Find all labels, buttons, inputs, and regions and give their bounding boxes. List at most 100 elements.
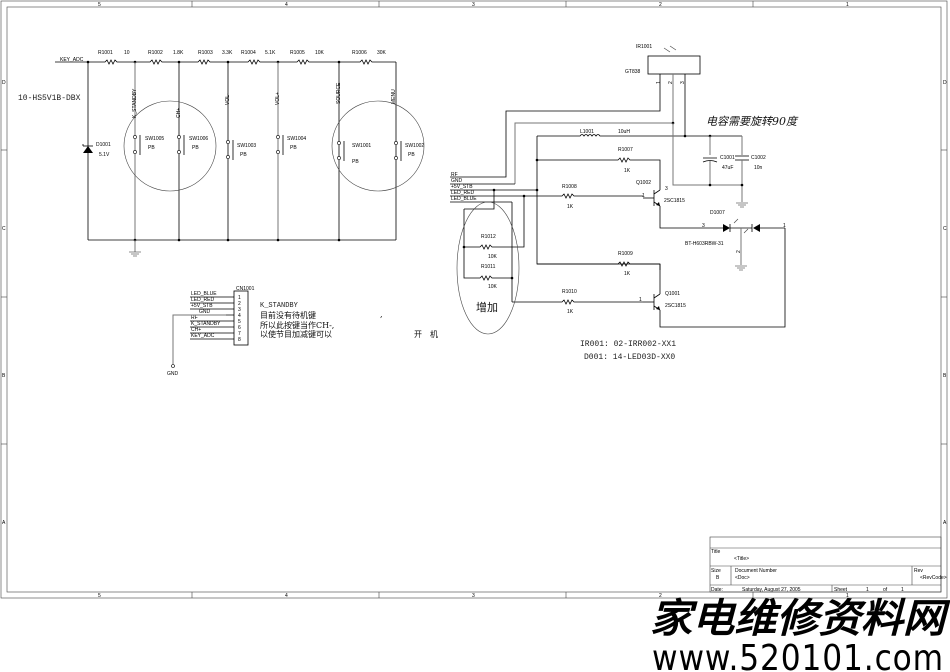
net-label: GND xyxy=(451,178,463,184)
sheet-total: 1 xyxy=(901,587,904,593)
connector-cn1001: CN1001 LED_BLUE LED_RED +5V_STB GND RF K… xyxy=(167,286,255,377)
of-label: of xyxy=(883,587,888,593)
border-row-label: C xyxy=(943,226,947,232)
net-label: VOL+ xyxy=(275,92,281,105)
title-value: <Title> xyxy=(734,556,749,562)
zener-diode-icon xyxy=(82,144,93,153)
net-label: +5V_STB xyxy=(451,184,473,190)
watermark-url: www.520101.com xyxy=(652,638,944,672)
resistor-value: 3.3K xyxy=(222,50,233,56)
inductor-value: 10uH xyxy=(618,129,630,135)
border-col-label: 1 xyxy=(846,593,849,599)
docnum-value: <Doc> xyxy=(735,575,750,581)
resistor-value: 10K xyxy=(488,254,498,260)
pin-number: 3 xyxy=(238,307,241,313)
switch-ref: SW1002 xyxy=(405,143,424,149)
resistor-ref: R1003 xyxy=(198,50,213,56)
resistor-ref: R1004 xyxy=(241,50,256,56)
pin-number: 1 xyxy=(642,193,645,199)
resistor-ref: R1005 xyxy=(290,50,305,56)
switch-symbol xyxy=(133,135,402,161)
gnd-label: GND xyxy=(167,371,179,377)
border-row-label: A xyxy=(2,520,6,526)
net-label: SOURCE xyxy=(336,82,342,104)
switch-ref: SW1004 xyxy=(287,136,306,142)
sheet-border: 5 4 3 2 1 5 4 3 2 1 D C B A D C B A xyxy=(0,0,948,599)
border-row-label: D xyxy=(2,80,6,86)
note-line: 所以此按键当作CH-, xyxy=(260,320,334,330)
switch-type: PB xyxy=(240,152,247,158)
rev-label: Rev xyxy=(914,568,923,574)
border-col-label: 4 xyxy=(285,593,288,599)
annotation-circle xyxy=(123,100,217,192)
ir-receiver-body xyxy=(647,55,701,75)
border-col-label: 3 xyxy=(472,2,475,8)
resistor-value: 1K xyxy=(567,309,574,315)
title-label: Title xyxy=(711,549,720,555)
resistor-ref: R1012 xyxy=(481,234,496,240)
pin-number: 2 xyxy=(238,301,241,307)
switch-type: PB xyxy=(290,145,297,151)
switch-type: PB xyxy=(192,145,199,151)
net-label: CH+ xyxy=(176,108,182,118)
resistor-value: 1.8K xyxy=(173,50,184,56)
pin-number: 8 xyxy=(238,337,241,343)
pin-net: RF xyxy=(191,315,198,321)
ir-part: GT838 xyxy=(625,69,641,75)
border-row-label: B xyxy=(2,373,6,379)
annotation-ellipse xyxy=(456,201,520,335)
resistor-ref: R1002 xyxy=(148,50,163,56)
net-label-key-adc: KEY_ADC xyxy=(60,57,84,63)
watermark: 家电维修资料网 www.520101.com xyxy=(650,595,950,672)
pin-net: K_STANDBY xyxy=(191,321,221,327)
border-col-label: 2 xyxy=(659,593,662,599)
switch-ref: SW1006 xyxy=(189,136,208,142)
resistor-ref: R1008 xyxy=(562,184,577,190)
resistor-ref: R1006 xyxy=(352,50,367,56)
pin-net: GND xyxy=(199,309,211,315)
connector-ref: CN1001 xyxy=(236,286,255,292)
ir-ref: IR1001 xyxy=(636,44,652,50)
transistor-part: 2SC1815 xyxy=(665,303,686,309)
resistor-value: 5.1K xyxy=(265,50,276,56)
transistor-ref: Q1002 xyxy=(636,180,651,186)
pin-number: 1 xyxy=(783,223,786,229)
border-row-label: D xyxy=(943,80,947,86)
notes: K_STANDBY 目前没有待机键 所以此按键当作CH-, 以使节目加减键可以 … xyxy=(260,302,438,339)
switch-ref: SW1005 xyxy=(145,136,164,142)
border-row-label: A xyxy=(943,520,947,526)
board-label: 10-HS5V1B-DBX xyxy=(18,94,81,103)
net-label: LED_BLUE xyxy=(451,196,477,202)
resistor-value: 10K xyxy=(488,284,498,290)
resistor-ref: R1009 xyxy=(618,251,633,257)
border-row-label: C xyxy=(2,226,6,232)
pin-number: 1 xyxy=(639,297,642,303)
resistor-value: 10 xyxy=(124,50,130,56)
note-line: 目前没有待机键 xyxy=(260,310,316,320)
border-row-label: B xyxy=(943,373,947,379)
diode-ref: D1001 xyxy=(96,142,111,148)
resistor-ref: R1001 xyxy=(98,50,113,56)
cap-value: 10n xyxy=(754,165,763,171)
part-note: D001: 14-LED03D-XX0 xyxy=(584,353,675,362)
border-col-label: 4 xyxy=(285,2,288,8)
resistor-ref: R1007 xyxy=(618,147,633,153)
border-col-label: 1 xyxy=(846,2,849,8)
pin-net: +5V_STB xyxy=(191,303,213,309)
pin-net: KEY_ADC xyxy=(191,333,215,339)
pin-number: 6 xyxy=(238,325,241,331)
transistor-icon xyxy=(643,293,661,311)
led-part: BT-H603RBW-31 xyxy=(685,241,724,247)
net-label: MENU xyxy=(391,89,397,104)
resistor-value: 1K xyxy=(624,271,631,277)
ir-led-section: IR1001 GT838 1 2 3 L1001 10uH xyxy=(450,44,799,362)
net-label: RF xyxy=(451,172,458,178)
note-added: 增加 xyxy=(476,300,498,314)
watermark-title: 家电维修资料网 xyxy=(650,595,950,642)
resistor-value: 30K xyxy=(377,50,387,56)
ir-pin: 1 xyxy=(656,81,662,84)
pin-number: 4 xyxy=(238,313,241,319)
cap-ref: C1002 xyxy=(751,155,766,161)
border-col-label: 3 xyxy=(472,593,475,599)
